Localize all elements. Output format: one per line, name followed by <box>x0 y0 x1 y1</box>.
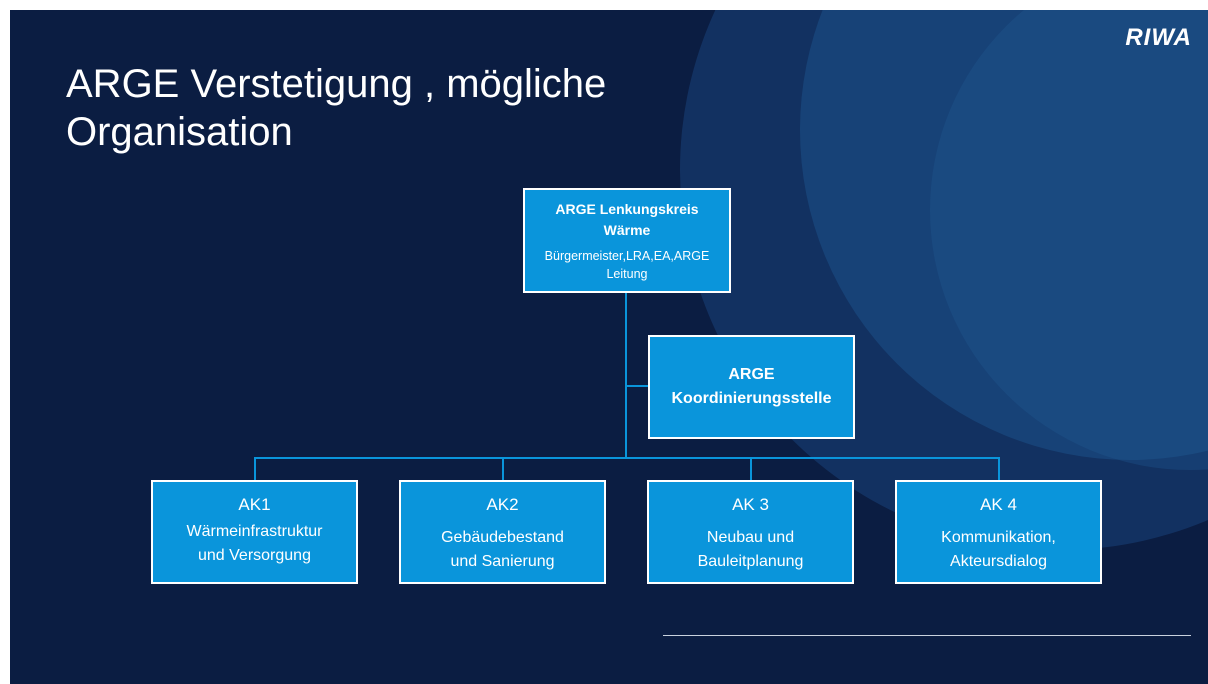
working-group-ak2: AK2 Gebäudebestand und Sanierung <box>399 480 606 584</box>
lenkungskreis-members: Bürgermeister,LRA,EA,ARGE Leitung <box>545 247 710 283</box>
ak4-description: Kommunikation, Akteursdialog <box>941 526 1056 574</box>
working-group-ak3: AK 3 Neubau und Bauleitplanung <box>647 480 854 584</box>
lenkungskreis-box: ARGE Lenkungskreis Wärme Bürgermeister,L… <box>523 188 731 293</box>
connector-ak2 <box>502 457 504 480</box>
ak3-line-2: Bauleitplanung <box>697 553 804 570</box>
lenkungskreis-title-2: Wärme <box>603 221 651 238</box>
footer-divider <box>663 635 1191 636</box>
ak3-heading: AK 3 <box>732 495 769 514</box>
slide: RIWA ARGE Verstetigung , mögliche Organi… <box>10 10 1208 684</box>
ak2-line-2: und Sanierung <box>450 553 555 570</box>
ak2-heading: AK2 <box>486 495 519 514</box>
ak4-line-2: Akteursdialog <box>950 553 1047 570</box>
ak1-line-2: und Versorgung <box>198 547 311 564</box>
working-group-ak1: AK1 Wärmeinfrastruktur und Versorgung <box>151 480 358 584</box>
title-line-2: Organisation <box>66 110 293 154</box>
ak3-description: Neubau und Bauleitplanung <box>698 526 804 574</box>
ak1-description: Wärmeinfrastruktur und Versorgung <box>186 520 322 568</box>
title-line-1: ARGE Verstetigung , mögliche <box>66 62 607 106</box>
ak4-heading: AK 4 <box>980 495 1017 514</box>
connector-ak1 <box>254 457 256 480</box>
connector-coordination <box>625 385 648 387</box>
koordinierungsstelle-box: ARGE Koordinierungsstelle <box>648 335 855 439</box>
koordinierungsstelle-line-1: ARGE <box>728 366 775 383</box>
ak1-heading: AK1 <box>238 495 271 514</box>
connector-ak3 <box>750 457 752 480</box>
ak3-line-1: Neubau und <box>706 529 795 546</box>
ak4-line-1: Kommunikation, <box>941 529 1056 546</box>
lenkungskreis-title-1: ARGE Lenkungskreis <box>555 200 699 217</box>
koordinierungsstelle-line-2: Koordinierungsstelle <box>671 390 832 407</box>
lenkungskreis-members-1: Bürgermeister,LRA,EA,ARGE <box>544 248 710 263</box>
riwa-logo: RIWA <box>1125 24 1192 51</box>
connector-trunk <box>625 293 627 459</box>
lenkungskreis-members-2: Leitung <box>606 266 648 281</box>
connector-horizontal <box>254 457 1000 459</box>
ak1-line-1: Wärmeinfrastruktur <box>186 523 323 540</box>
ak2-description: Gebäudebestand und Sanierung <box>441 526 564 574</box>
working-group-ak4: AK 4 Kommunikation, Akteursdialog <box>895 480 1102 584</box>
ak2-line-1: Gebäudebestand <box>441 529 564 546</box>
slide-title: ARGE Verstetigung , mögliche Organisatio… <box>66 60 786 156</box>
connector-ak4 <box>998 457 1000 480</box>
